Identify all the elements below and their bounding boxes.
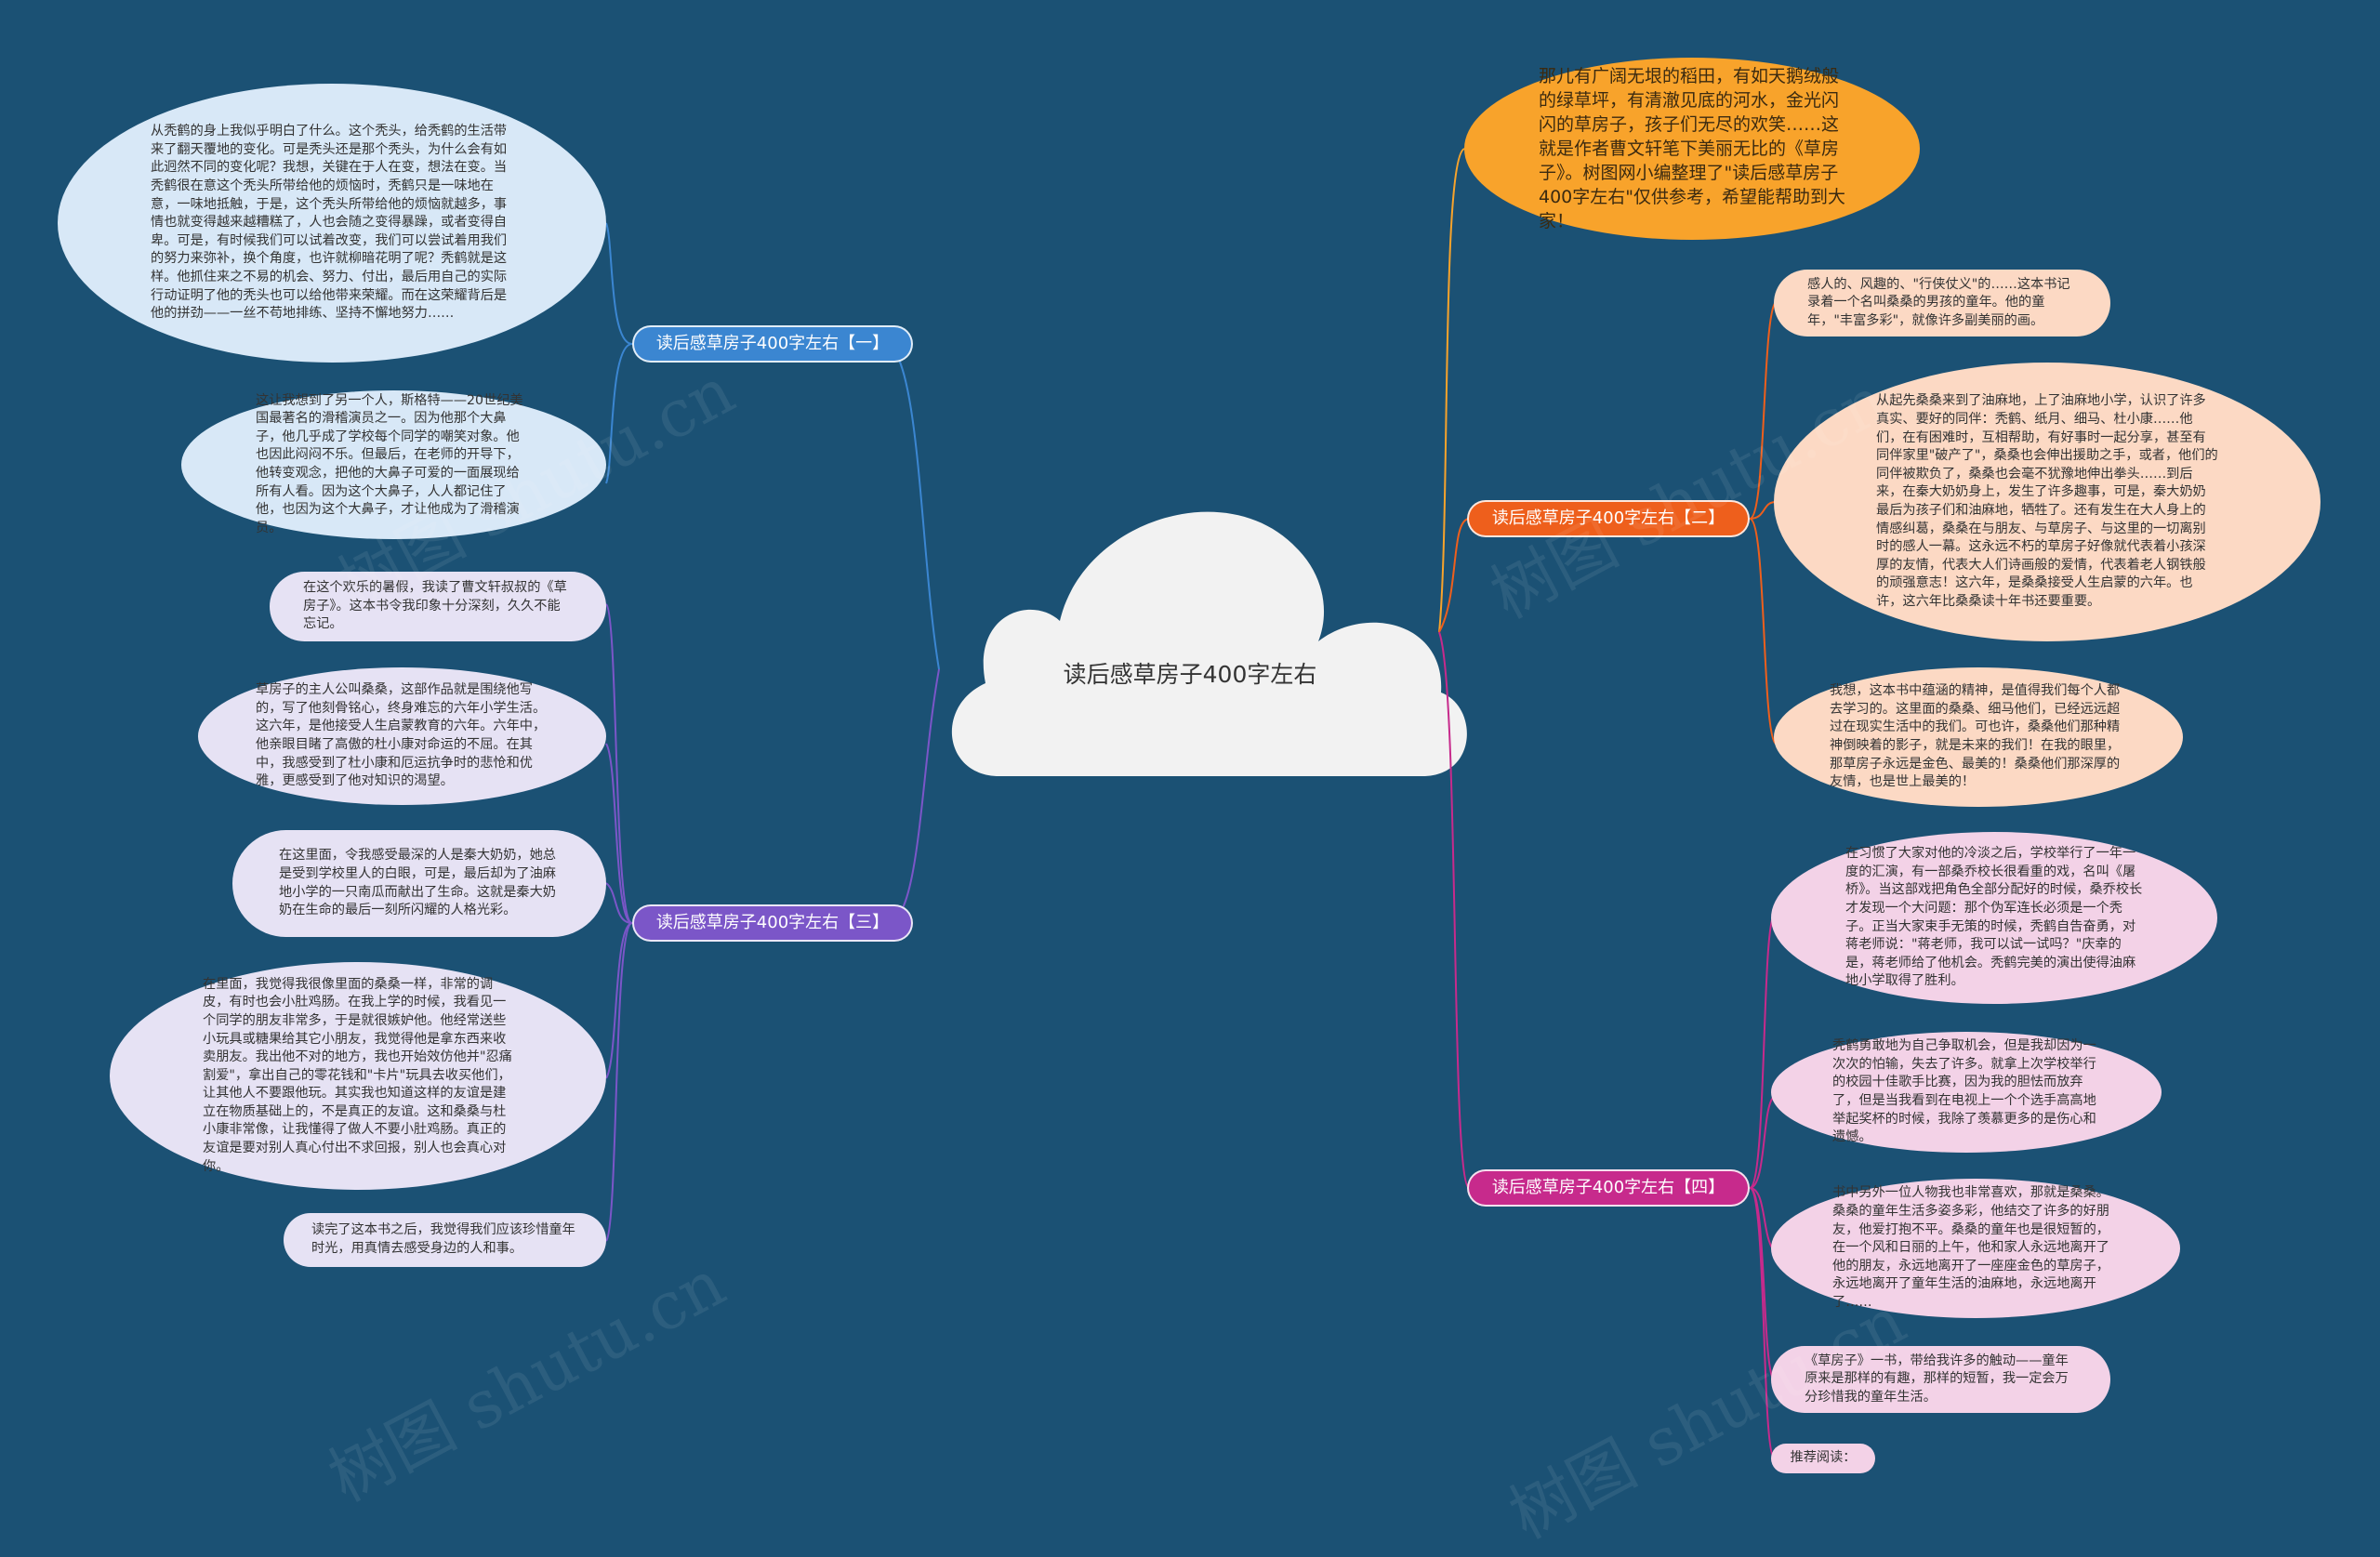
branch-1-label[interactable]: 读后感草房子400字左右【一】: [632, 325, 913, 363]
leaf-text: 在这个欢乐的暑假，我读了曹文轩叔叔的《草房子》。这本书令我印象十分深刻，久久不能…: [303, 580, 567, 632]
branch-4-leaf-1[interactable]: 在习惯了大家对他的冷淡之后，学校举行了一年一度的汇演，有一部桑乔校长很看重的戏，…: [1771, 832, 2217, 1004]
leaf-text: 从秃鹤的身上我似乎明白了什么。这个秃头，给秃鹤的生活带来了翻天覆地的变化。可是秃…: [151, 124, 508, 322]
leaf-text: 这让我想到了另一个人，斯格特——20世纪美国最著名的滑稽演员之一。因为他那个大鼻…: [256, 392, 523, 535]
intro-text: 那儿有广阔无垠的稻田，有如天鹅绒般的绿草坪，有清澈见底的河水，金光闪闪的草房子，…: [1539, 66, 1846, 231]
branch-3-leaf-5[interactable]: 读完了这本书之后，我觉得我们应该珍惜童年时光，用真情去感受身边的人和事。: [284, 1213, 606, 1267]
branch-4-leaf-4[interactable]: 《草房子》一书，带给我许多的触动——童年原来是那样的有趣，那样的短暂，我一定会万…: [1771, 1346, 2110, 1413]
branch-3-leaf-4[interactable]: 在里面，我觉得我很像里面的桑桑一样，非常的调皮，有时也会小肚鸡肠。在我上学的时候…: [110, 962, 606, 1190]
leaf-text: 秃鹤勇敢地为自己争取机会，但是我却因为一次次的怕输，失去了许多。就拿上次学校举行…: [1832, 1038, 2096, 1145]
branch-3-leaf-3[interactable]: 在这里面，令我感受最深的人是秦大奶奶，她总是受到学校里人的白眼，可是，最后却为了…: [232, 830, 606, 937]
root-cloud: [951, 511, 1467, 776]
branch-1-leaf-2[interactable]: 这让我想到了另一个人，斯格特——20世纪美国最著名的滑稽演员之一。因为他那个大鼻…: [181, 390, 606, 539]
branch-2-label[interactable]: 读后感草房子400字左右【二】: [1467, 500, 1750, 537]
leaf-text: 在习惯了大家对他的冷淡之后，学校举行了一年一度的汇演，有一部桑乔校长很看重的戏，…: [1845, 846, 2143, 989]
branch-4-leaf-2[interactable]: 秃鹤勇敢地为自己争取机会，但是我却因为一次次的怕输，失去了许多。就拿上次学校举行…: [1771, 1032, 2162, 1153]
leaf-text: 读完了这本书之后，我觉得我们应该珍惜童年时光，用真情去感受身边的人和事。: [311, 1222, 575, 1256]
leaf-text: 推荐阅读：: [1790, 1450, 1857, 1466]
leaf-text: 在里面，我觉得我很像里面的桑桑一样，非常的调皮，有时也会小肚鸡肠。在我上学的时候…: [203, 976, 512, 1174]
branch-4-leaf-5[interactable]: 推荐阅读：: [1771, 1444, 1875, 1473]
root-title: 读后感草房子400字左右: [1063, 661, 1317, 688]
branch-4-leaf-3[interactable]: 书中另外一位人物我也非常喜欢，那就是桑桑。桑桑的童年生活多姿多彩，他结交了许多的…: [1771, 1179, 2180, 1318]
branch-2-leaf-3[interactable]: 我想，这本书中蕴涵的精神，是值得我们每个人都去学习的。这里面的桑桑、细马他们，已…: [1774, 667, 2183, 807]
branch-3-leaf-1[interactable]: 在这个欢乐的暑假，我读了曹文轩叔叔的《草房子》。这本书令我印象十分深刻，久久不能…: [270, 572, 606, 641]
leaf-text: 在这里面，令我感受最深的人是秦大奶奶，她总是受到学校里人的白眼，可是，最后却为了…: [279, 848, 556, 918]
intro-bubble[interactable]: 那儿有广阔无垠的稻田，有如天鹅绒般的绿草坪，有清澈见底的河水，金光闪闪的草房子，…: [1464, 58, 1920, 240]
branch-4-label[interactable]: 读后感草房子400字左右【四】: [1467, 1169, 1750, 1207]
branch-1-leaf-1[interactable]: 从秃鹤的身上我似乎明白了什么。这个秃头，给秃鹤的生活带来了翻天覆地的变化。可是秃…: [58, 84, 606, 363]
leaf-text: 我想，这本书中蕴涵的精神，是值得我们每个人都去学习的。这里面的桑桑、细马他们，已…: [1830, 683, 2121, 790]
branch-3-leaf-2[interactable]: 草房子的主人公叫桑桑，这部作品就是围绕他写的，写了他刻骨铭心，终身难忘的六年小学…: [198, 667, 606, 805]
branch-3-label[interactable]: 读后感草房子400字左右【三】: [632, 904, 913, 942]
leaf-text: 书中另外一位人物我也非常喜欢，那就是桑桑。桑桑的童年生活多姿多彩，他结交了许多的…: [1832, 1185, 2109, 1310]
branch-2-leaf-1[interactable]: 感人的、风趣的、"行侠仗义"的……这本书记录着一个名叫桑桑的男孩的童年。他的童年…: [1774, 270, 2110, 336]
leaf-text: 从起先桑桑来到了油麻地，上了油麻地小学，认识了许多真实、要好的同伴：秃鹤、纸月、…: [1876, 393, 2218, 609]
leaf-text: 《草房子》一书，带给我许多的触动——童年原来是那样的有趣，那样的短暂，我一定会万…: [1805, 1352, 2069, 1405]
branch-2-leaf-2[interactable]: 从起先桑桑来到了油麻地，上了油麻地小学，认识了许多真实、要好的同伴：秃鹤、纸月、…: [1774, 363, 2320, 641]
leaf-text: 草房子的主人公叫桑桑，这部作品就是围绕他写的，写了他刻骨铭心，终身难忘的六年小学…: [256, 682, 547, 789]
leaf-text: 感人的、风趣的、"行侠仗义"的……这本书记录着一个名叫桑桑的男孩的童年。他的童年…: [1807, 276, 2070, 328]
